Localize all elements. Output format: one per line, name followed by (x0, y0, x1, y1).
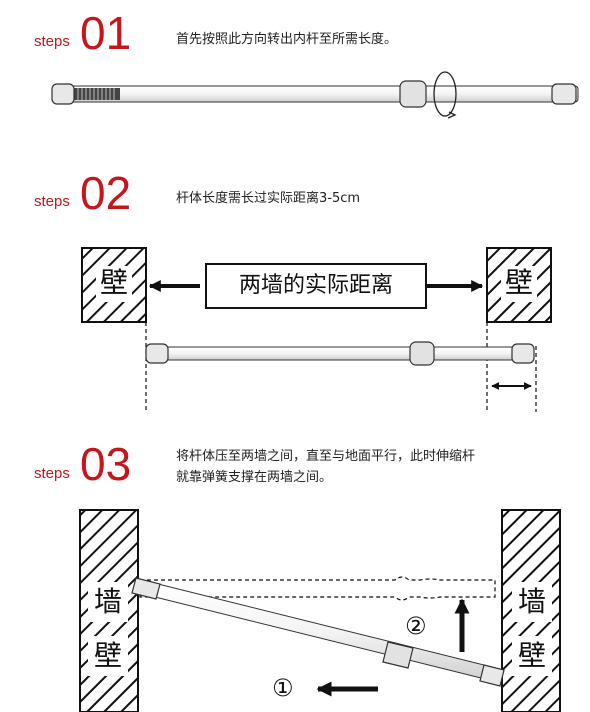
step3-description-line1: 将杆体压至两墙之间，直至与地面平行，此时伸缩杆 (176, 449, 476, 464)
step1-label: steps (34, 33, 70, 50)
spring-coil (74, 88, 120, 100)
step3-right-wall-label-top: 墙 (516, 585, 548, 618)
end-cap-right (551, 83, 577, 105)
marker-one: ① (272, 674, 294, 702)
step3-number: 03 (80, 438, 132, 490)
step2-label: steps (34, 193, 70, 210)
target-position-outline (139, 576, 496, 601)
distance-label: 两墙的实际距离 (238, 273, 393, 298)
step3-left-wall-label-top: 墙 (92, 585, 124, 618)
step3-rod (131, 577, 505, 687)
distance-box (205, 263, 427, 309)
step2-rod (145, 341, 535, 366)
marker-two: ② (405, 612, 427, 640)
rotation-arrow (433, 71, 457, 117)
end-cap-left (51, 83, 75, 105)
step2-description: 杆体长度需长过实际距离3-5cm (176, 191, 361, 206)
step1-rod (51, 71, 579, 119)
step1-number: 01 (80, 7, 132, 59)
step3-left-wall-label-bottom: 壁 (92, 639, 124, 672)
coupler (399, 80, 427, 108)
step3-label: steps (34, 465, 70, 482)
step1-description: 首先按照此方向转出内杆至所需长度。 (176, 32, 398, 47)
step2-right-wall-label: 壁 (503, 266, 535, 299)
step3-description-line2: 就靠弹簧支撑在两墙之间。 (176, 470, 333, 485)
step3-right-wall-label-bottom: 壁 (516, 639, 548, 672)
step2-dashed-guides (145, 322, 537, 412)
step2-left-wall-label: 壁 (98, 266, 130, 299)
step2-number: 02 (80, 167, 132, 219)
